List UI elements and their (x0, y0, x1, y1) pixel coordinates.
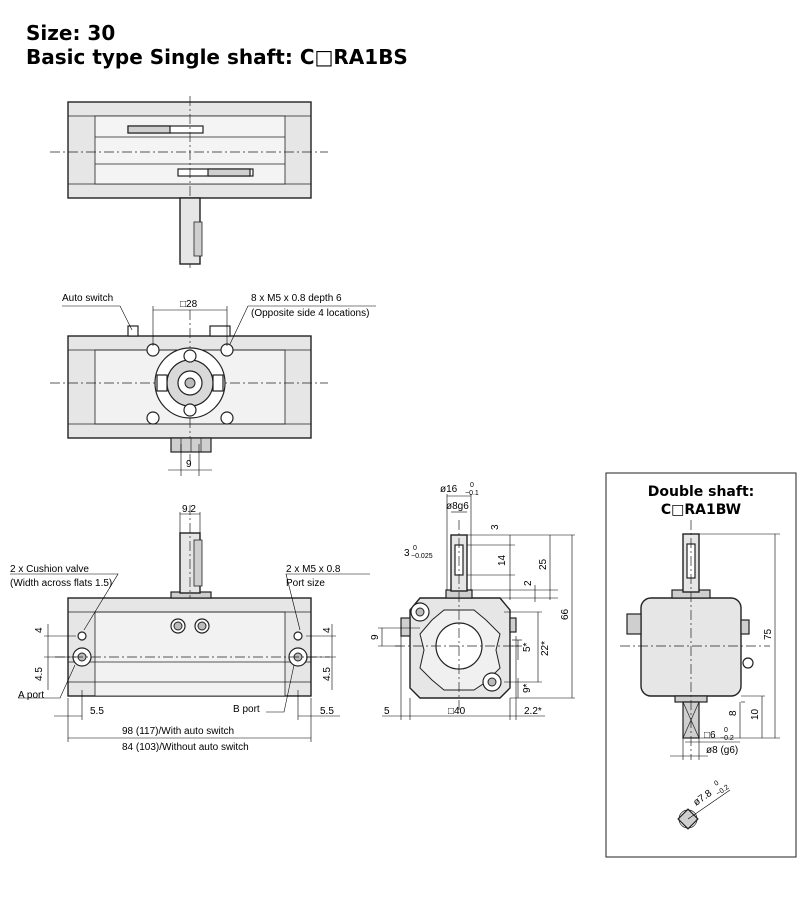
end-dim-3: 3 (404, 548, 410, 559)
end-square-40: □40 (448, 706, 466, 717)
double-shaft-heading-1: Double shaft: (648, 484, 755, 500)
end-dia-16: ø16 (440, 484, 458, 495)
right-dim-4: 4 (322, 627, 333, 633)
double-shaft-heading-2: C□RA1BW (661, 502, 741, 518)
ds-square-6-tol-up: 0 (724, 727, 728, 734)
shaft-dim-9-2: 9.2 (182, 504, 196, 515)
side-view (10, 505, 370, 742)
right-dim-4-5: 4.5 (322, 667, 333, 681)
end-dim-14: 14 (497, 554, 508, 566)
b-port-label: B port (233, 704, 260, 715)
size-title: Size: 30 (26, 21, 116, 45)
cushion-note-2: (Width across flats 1.5) (10, 578, 112, 589)
cushion-note-1: 2 x Cushion valve (10, 564, 89, 575)
port-note-2: Port size (286, 578, 325, 589)
front-bottom-dim: 9 (186, 459, 192, 470)
a-port-label: A port (18, 690, 44, 701)
auto-switch-label: Auto switch (62, 293, 113, 304)
end-dim-22-star: 22* (540, 641, 551, 656)
end-dim-9: 9 (370, 634, 381, 640)
end-dim-25: 25 (538, 558, 549, 570)
end-dim-2: 2 (523, 580, 534, 586)
ds-dia-8-g6: ø8 (g6) (706, 745, 738, 756)
end-dim-3-tol-dn: −0.025 (411, 553, 433, 560)
left-dim-4-5: 4.5 (34, 667, 45, 681)
end-dim-2-2-star: 2.2* (524, 706, 542, 717)
end-dim-5: 5 (384, 706, 390, 717)
top-view (50, 96, 328, 268)
end-dim-66: 66 (560, 608, 571, 620)
end-dia-16-tol-up: 0 (470, 482, 474, 489)
ds-dia-7-8-tol-up: 0 (713, 780, 720, 788)
length-without-switch: 84 (103)/Without auto switch (122, 742, 249, 753)
port-note-1: 2 x M5 x 0.8 (286, 564, 341, 575)
ds-square-6-tol-dn: −0.2 (720, 735, 734, 742)
front-view (50, 305, 376, 476)
end-dia-16-tol-dn: −0.1 (465, 490, 479, 497)
thread-note-2: (Opposite side 4 locations) (251, 308, 369, 319)
double-shaft-panel (605, 472, 797, 858)
ds-dim-10: 10 (750, 708, 761, 720)
length-with-switch: 98 (117)/With auto switch (122, 726, 234, 737)
end-dim-9-star: 9* (522, 683, 533, 693)
right-dim-5-5: 5.5 (320, 706, 334, 717)
end-dim-3-tol-up: 0 (413, 545, 417, 552)
end-dia-8g6: ø8g6 (446, 501, 469, 512)
end-dim-3-key: 3 (490, 524, 501, 530)
type-title: Basic type Single shaft: C□RA1BS (26, 45, 408, 69)
end-view (378, 494, 575, 720)
ds-square-6: □6 (704, 730, 716, 741)
left-dim-4: 4 (34, 627, 45, 633)
thread-note-1: 8 x M5 x 0.8 depth 6 (251, 293, 342, 304)
ds-dim-8: 8 (728, 710, 739, 716)
left-dim-5-5: 5.5 (90, 706, 104, 717)
square-28-label: □28 (180, 299, 198, 310)
end-dim-5-star: 5* (522, 642, 533, 652)
ds-dim-75: 75 (763, 628, 774, 640)
